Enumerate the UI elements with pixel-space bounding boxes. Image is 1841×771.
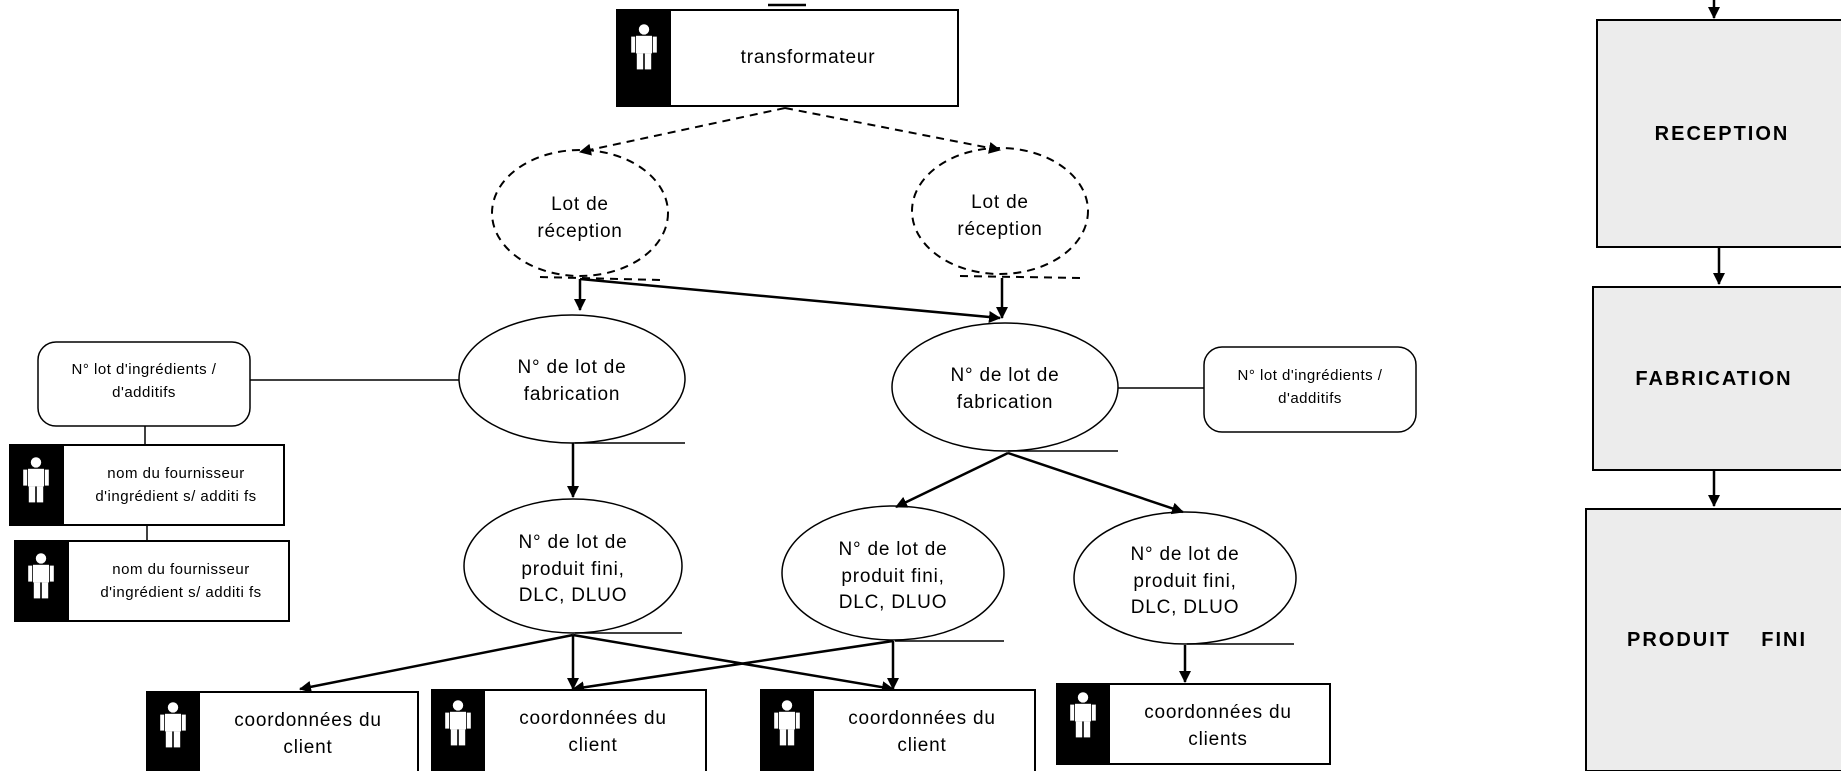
stage-fabrication: FABRICATION [1592,286,1841,471]
arrow-fab-right-to-pf-right [1007,451,1184,515]
reception-lot-left-line2: réception [537,221,622,242]
manufacturing-lot-left-line1: N° de lot de [517,357,626,378]
ingredient-lot-left: N° lot d'ingrédients / d'additifs [37,341,251,427]
supplier-actor-2: nom du fournisseur d'ingrédient s/ addit… [14,540,290,622]
client-actor-3: coordonnées du client [760,689,1036,771]
pf-mid-line2: produit fini, [841,566,944,587]
manufacturing-lot-left: N° de lot de fabrication [458,314,686,444]
arrow-pf-mid-to-client-2 [572,639,894,694]
pf-right-line1: N° de lot de [1130,544,1239,565]
reception-lot-right: Lot de réception [911,147,1089,275]
client-4-line2: clients [1188,729,1247,750]
client-actor-2: coordonnées du client [431,689,707,771]
client-3-line1: coordonnées du [848,708,995,729]
pf-mid-line3: DLC, DLUO [839,592,948,613]
manufacturing-lot-right: N° de lot de fabrication [891,322,1119,452]
pf-left-line2: produit fini, [521,559,624,580]
client-actor-4: coordonnées du clients [1056,683,1331,765]
supplier-1-line2: d'ingrédient s/ additi fs [95,488,256,505]
supplier-2-line1: nom du fournisseur [112,561,249,578]
stage-fabrication-label: FABRICATION [1635,368,1792,390]
reception-baseline-left [539,276,661,281]
ingredient-lot-right-line2: d'additifs [1278,390,1342,407]
supplier-1-line1: nom du fournisseur [107,465,244,482]
stage-produit-fini-label: PRODUIT FINI [1627,629,1807,651]
client-actor-1: coordonnées du client [146,691,419,771]
pf-mid-line1: N° de lot de [838,539,947,560]
arrow-pf-left-to-client-1 [299,633,574,693]
arrow-fab-right-to-pf-mid [895,451,1009,509]
client-4-line1: coordonnées du [1144,702,1291,723]
client-3-line2: client [897,735,946,756]
stage-reception-label: RECEPTION [1655,123,1790,145]
client-2-line1: coordonnées du [519,708,666,729]
ingredient-lot-right-line1: N° lot d'ingrédients / [1238,367,1383,384]
pf-right-line2: produit fini, [1133,571,1236,592]
dashed-arrow-right [784,107,1001,154]
stage-produit-fini: PRODUIT FINI [1585,508,1841,771]
finished-product-mid: N° de lot de produit fini, DLC, DLUO [781,505,1005,641]
transformer-label: transformateur [741,47,876,68]
pf-left-line3: DLC, DLUO [519,585,628,606]
reception-lot-right-line1: Lot de [971,192,1029,213]
dashed-arrow-left [579,107,786,156]
client-1-line1: coordonnées du [234,710,381,731]
finished-product-right: N° de lot de produit fini, DLC, DLUO [1073,511,1297,645]
client-1-line2: client [283,737,332,758]
finished-product-left: N° de lot de produit fini, DLC, DLUO [463,498,683,634]
manufacturing-lot-left-line2: fabrication [524,384,620,405]
reception-lot-left-line1: Lot de [551,194,609,215]
manufacturing-lot-right-line1: N° de lot de [950,365,1059,386]
arrow-reception-left-to-fab-right [579,277,1001,323]
client-2-line2: client [568,735,617,756]
reception-baseline-right [959,275,1081,279]
reception-lot-right-line2: réception [957,219,1042,240]
ingredient-lot-right: N° lot d'ingrédients / d'additifs [1203,346,1417,433]
ingredient-lot-left-line2: d'additifs [112,384,176,401]
stage-reception: RECEPTION [1596,19,1841,248]
supplier-2-line2: d'ingrédient s/ additi fs [100,584,261,601]
arrow-pf-left-to-client-3 [572,633,894,694]
pf-left-line1: N° de lot de [518,532,627,553]
manufacturing-lot-right-line2: fabrication [957,392,1053,413]
reception-lot-left: Lot de réception [491,149,669,277]
supplier-actor-1: nom du fournisseur d'ingrédient s/ addit… [9,444,285,526]
transformer-actor-box: transformateur [616,9,959,107]
pf-right-line3: DLC, DLUO [1131,597,1240,618]
ingredient-lot-left-line1: N° lot d'ingrédients / [72,361,217,378]
